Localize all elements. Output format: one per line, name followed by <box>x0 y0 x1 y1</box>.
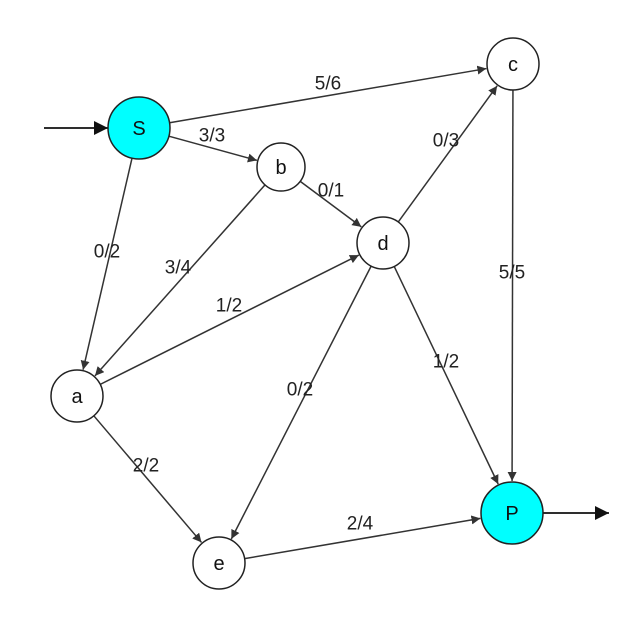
edge-arrow-b-d <box>299 180 362 228</box>
edge-arrow-S-a <box>80 158 133 370</box>
node-label-e: e <box>213 553 224 575</box>
edge-S-c <box>169 65 487 124</box>
edge-a-d <box>99 254 360 386</box>
edge-label-a-e: 2/2 <box>133 456 159 477</box>
nodes-layer: Sb c d a e P <box>50 37 544 590</box>
edge-arrow-a-d <box>99 254 360 386</box>
node-label-a: a <box>71 386 83 408</box>
node-a: a <box>50 369 104 423</box>
edge-arrow-d-c <box>397 85 498 223</box>
edge-arrow-d-P <box>393 266 499 485</box>
node-P: P <box>480 481 544 545</box>
node-circle-d <box>356 216 410 270</box>
edge-arrow-S-b <box>168 135 258 163</box>
edge-S-a <box>80 158 133 370</box>
edge-S-b <box>168 135 258 163</box>
edge-a-e <box>93 415 203 543</box>
node-label-S: S <box>132 118 145 140</box>
edge-d-P <box>393 266 499 485</box>
edge-label-S-c: 5/6 <box>315 74 341 95</box>
node-e: e <box>192 536 246 590</box>
edge-b-d <box>299 180 362 228</box>
node-b: b <box>256 142 306 192</box>
edge-d-c <box>397 85 498 223</box>
edge-label-e-P: 2/4 <box>347 514 374 535</box>
edge-label-d-e: 0/2 <box>287 380 313 401</box>
edge-label-S-b: 3/3 <box>199 126 225 147</box>
edge-e-P <box>244 515 481 560</box>
edge-arrow-a-e <box>93 415 203 543</box>
edge-label-b-a: 3/4 <box>165 258 192 279</box>
edge-label-b-d: 0/1 <box>318 181 344 202</box>
node-d: d <box>356 216 410 270</box>
node-circle-e <box>192 536 246 590</box>
node-S: S <box>107 96 171 160</box>
node-label-b: b <box>275 157 286 179</box>
edge-labels-layer: 5/6 3/3 0/2 0/1 3/4 1/2 2/2 0/3 0/2 1/2 5/5 2/4 <box>94 74 525 535</box>
edge-label-c-P: 5/5 <box>499 263 525 284</box>
node-label-d: d <box>377 233 388 255</box>
edge-arrow-b-a <box>94 184 266 377</box>
node-circle-a <box>50 369 104 423</box>
edge-arrow-c-P <box>507 89 517 482</box>
node-circle-c <box>486 37 540 91</box>
edge-arrow-S-c <box>169 65 487 124</box>
edge-label-d-c: 0/3 <box>433 131 459 152</box>
node-circle-b <box>256 142 306 192</box>
edge-label-d-P: 1/2 <box>433 352 459 373</box>
node-c: c <box>486 37 540 91</box>
edge-arrow-d-e <box>230 265 372 540</box>
edge-b-a <box>94 184 266 377</box>
edge-c-P <box>507 89 517 482</box>
node-circle-P <box>480 481 544 545</box>
edge-label-S-a: 0/2 <box>94 242 120 263</box>
node-circle-S <box>107 96 171 160</box>
edge-arrow-e-P <box>244 515 481 560</box>
edge-label-a-d: 1/2 <box>216 296 242 317</box>
node-label-c: c <box>508 54 518 76</box>
edges-layer <box>44 65 609 560</box>
edge-d-e <box>230 265 372 540</box>
node-label-P: P <box>505 503 518 525</box>
